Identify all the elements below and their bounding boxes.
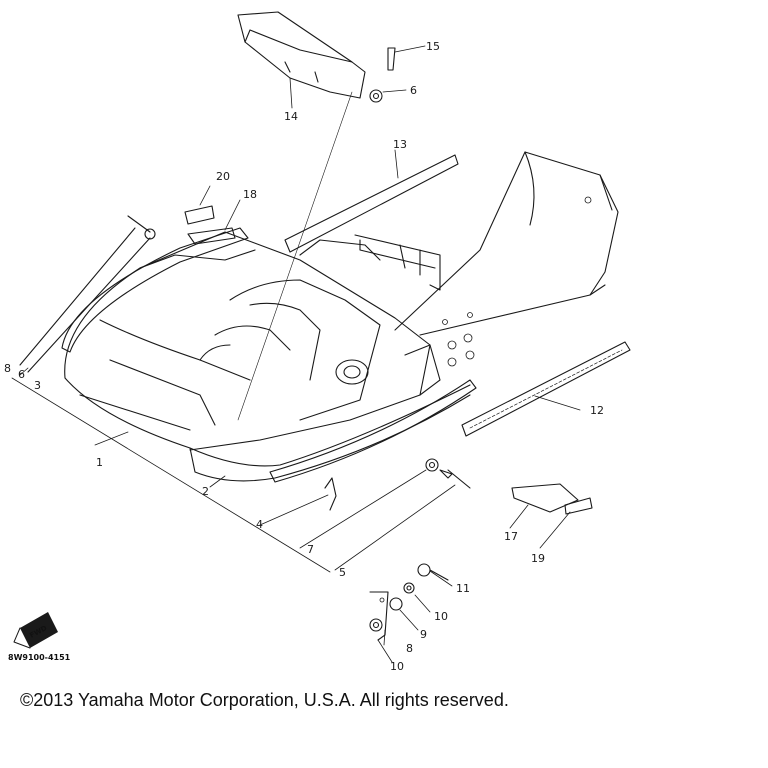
callout-5: 5 bbox=[339, 566, 346, 579]
fwd-arrow-icon: FWD bbox=[13, 612, 58, 649]
callout-4: 4 bbox=[256, 518, 263, 531]
copyright-notice: ©2013 Yamaha Motor Corporation, U.S.A. A… bbox=[20, 690, 509, 710]
callout-11: 11 bbox=[456, 582, 470, 595]
callout-15: 15 bbox=[426, 40, 440, 53]
hardware-parts bbox=[127, 47, 593, 641]
rear-body-shell bbox=[394, 151, 619, 367]
left-rails bbox=[19, 227, 477, 483]
callout-2: 2 bbox=[202, 485, 209, 498]
callout-6-left: 6 bbox=[18, 368, 25, 381]
callout-3: 3 bbox=[34, 379, 41, 392]
callout-10-right: 10 bbox=[434, 610, 448, 623]
side-strip-12 bbox=[461, 341, 631, 437]
flap-14 bbox=[237, 11, 366, 99]
side-strip-13 bbox=[284, 154, 459, 253]
callout-6-top: 6 bbox=[410, 84, 417, 97]
callout-1: 1 bbox=[96, 456, 103, 469]
callout-20: 20 bbox=[216, 170, 230, 183]
callout-13: 13 bbox=[393, 138, 407, 151]
callout-18: 18 bbox=[243, 188, 257, 201]
callout-7: 7 bbox=[307, 543, 314, 556]
leader-lines bbox=[11, 45, 581, 663]
callout-17: 17 bbox=[504, 530, 518, 543]
callout-8-bottom: 8 bbox=[406, 642, 413, 655]
callout-14: 14 bbox=[284, 110, 298, 123]
callout-10-bottom: 10 bbox=[390, 660, 404, 673]
callout-8-left: 8 bbox=[4, 362, 11, 375]
callout-12: 12 bbox=[590, 404, 604, 417]
drawing-code: 8W9100-4151 bbox=[8, 653, 71, 662]
frame-assembly bbox=[64, 231, 471, 482]
rear-bracket bbox=[354, 234, 441, 291]
callout-19: 19 bbox=[531, 552, 545, 565]
callout-9: 9 bbox=[420, 628, 427, 641]
